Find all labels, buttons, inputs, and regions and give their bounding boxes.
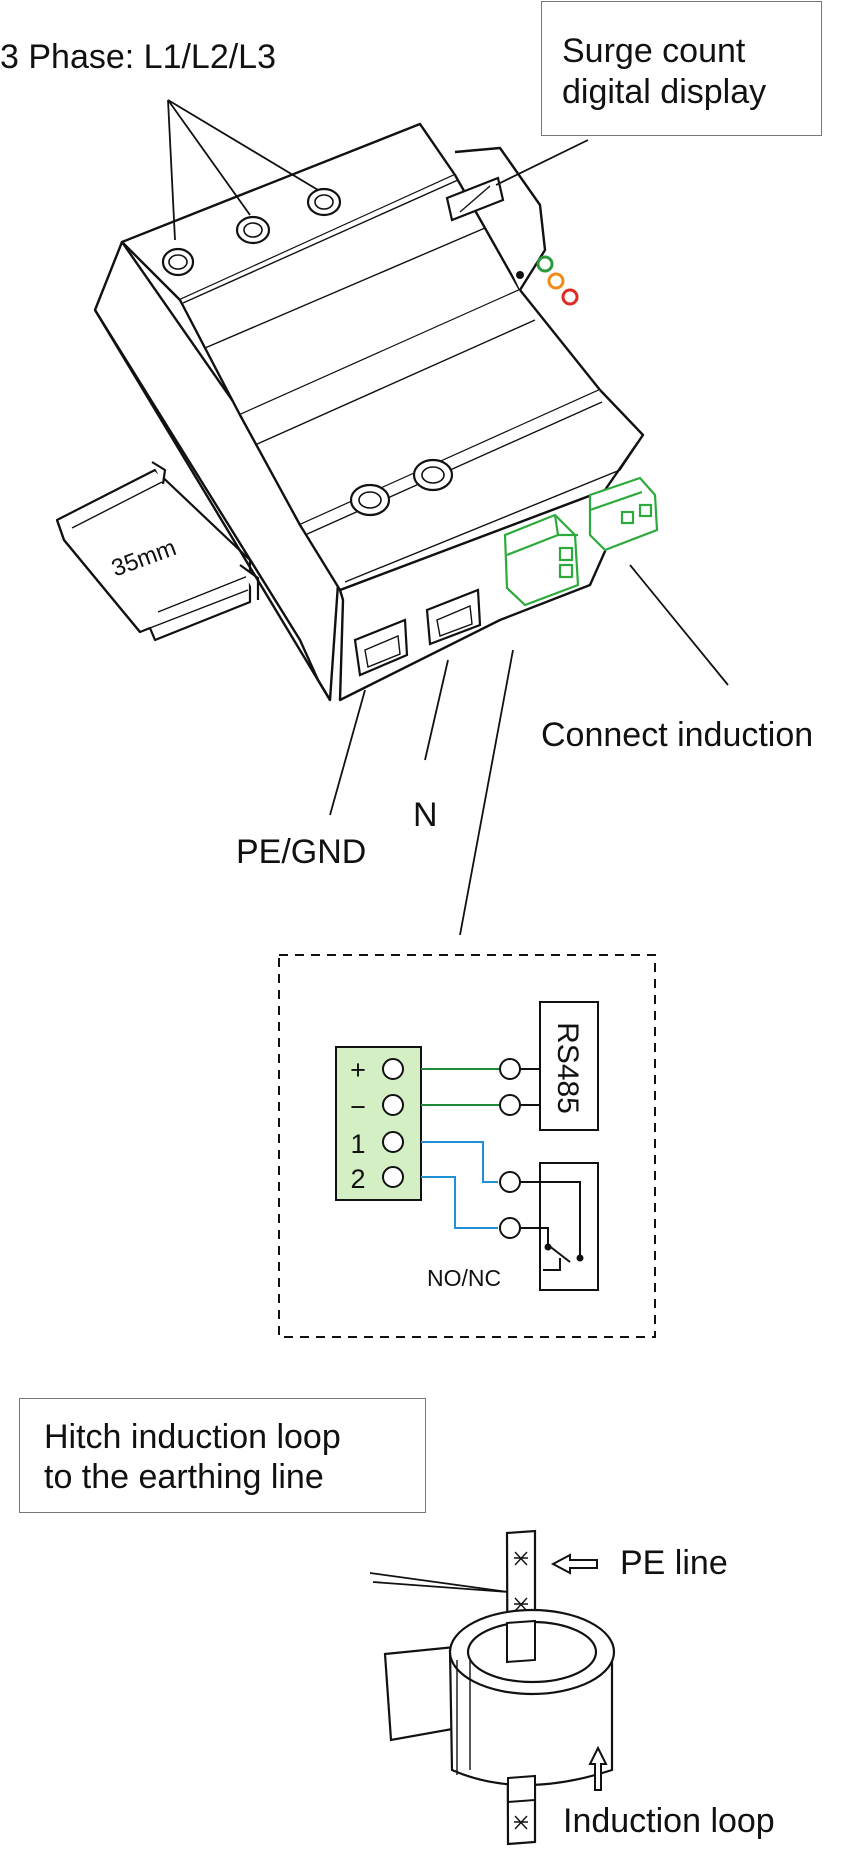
screw-l2 (235, 215, 271, 245)
surge-count-line-2: digital display (562, 73, 767, 111)
neutral-label: N (413, 796, 438, 834)
hitch-line-1: Hitch induction loop (44, 1418, 341, 1456)
terminal-label-plus: + (350, 1055, 366, 1085)
pe-line-label: PE line (620, 1544, 728, 1582)
status-leds (516, 255, 579, 306)
led-green-icon (536, 255, 554, 273)
surge-protector-body (93, 122, 645, 702)
screw-n-front-2 (412, 458, 454, 492)
terminal-2 (382, 1166, 404, 1188)
induction-loop-ring (383, 1608, 616, 1787)
terminal-plus (382, 1058, 404, 1080)
connector-blocks (503, 476, 659, 607)
wiring-schematic-frame (278, 954, 656, 1338)
relay-module: NO/NC (427, 1162, 599, 1291)
phase-terminal-screws (161, 187, 454, 517)
three-phase-label: 3 Phase: L1/L2/L3 (0, 38, 277, 76)
rs485-module: RS485 (499, 1001, 599, 1131)
din-rail (55, 461, 260, 642)
led-red-icon (561, 288, 579, 306)
induction-loop-arrow-icon (588, 1745, 608, 1791)
pe-cable-inside-ring (506, 1619, 536, 1804)
terminal-label-1: 1 (350, 1129, 365, 1159)
hitch-line-2: to the earthing line (44, 1458, 324, 1496)
pe-gnd-label: PE/GND (236, 833, 367, 871)
terminal-block: + − 1 2 (335, 1046, 422, 1201)
hitch-induction-callout: Hitch induction loop to the earthing lin… (19, 1398, 426, 1513)
induction-loop-label: Induction loop (563, 1802, 775, 1840)
terminal-1 (382, 1131, 404, 1153)
relay-wires (421, 1141, 498, 1229)
led-orange-icon (547, 272, 565, 290)
pe-line-arrow-icon (550, 1553, 598, 1575)
screw-l1 (161, 247, 195, 277)
surge-count-display-window (445, 176, 505, 222)
screw-n-front-1 (349, 483, 391, 517)
rj45-ports (353, 588, 482, 677)
terminal-minus (382, 1094, 404, 1116)
terminal-label-2: 2 (350, 1164, 365, 1194)
connect-induction-label: Connect induction (541, 716, 814, 754)
leader-lines (167, 99, 729, 1593)
rs485-label: RS485 (551, 1022, 584, 1114)
screw-l3 (306, 187, 342, 217)
surge-count-callout: Surge count digital display (541, 1, 822, 136)
rs485-wires (421, 1068, 500, 1106)
no-nc-label: NO/NC (427, 1265, 501, 1291)
surge-count-line-1: Surge count (562, 32, 746, 70)
terminal-label-minus: − (350, 1092, 366, 1122)
